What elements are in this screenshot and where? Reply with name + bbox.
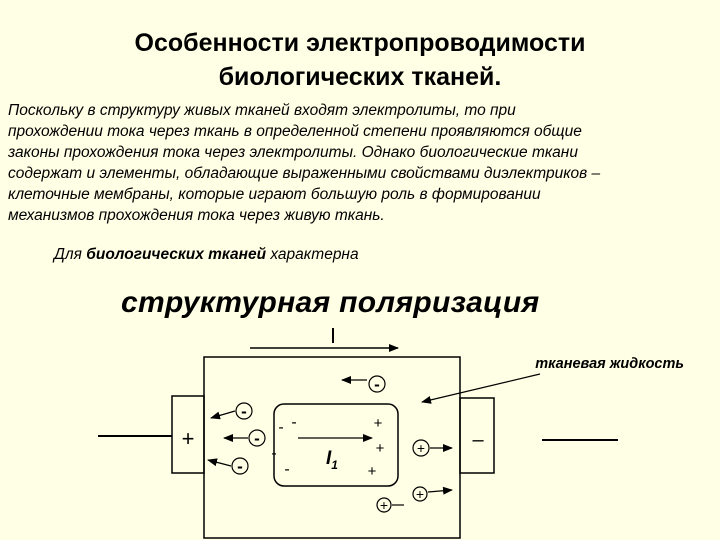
paragraph-line: клеточные мембраны, которые играют больш… bbox=[8, 186, 541, 203]
negative-ion-sign: - bbox=[237, 457, 243, 476]
title-line-1: Особенности электропроводимости bbox=[134, 29, 586, 57]
ion-motion-arrow bbox=[207, 458, 232, 467]
cell-plus-charge: + bbox=[374, 415, 383, 432]
cell-plus-charge: + bbox=[376, 440, 385, 457]
negative-ion-sign: - bbox=[254, 429, 260, 448]
right-electrode bbox=[459, 397, 495, 474]
paragraph-line: законы прохождения тока через электролит… bbox=[8, 144, 578, 161]
positive-ion-sign: + bbox=[417, 440, 425, 456]
paragraph-line: содержат и элементы, обладающие выраженн… bbox=[8, 165, 601, 182]
fluid-label: тканевая жидкость bbox=[535, 356, 684, 372]
cell-membrane-box bbox=[273, 403, 399, 487]
negative-ion bbox=[248, 429, 266, 447]
cell-plus-charge: + bbox=[368, 463, 377, 480]
negative-ion bbox=[231, 457, 249, 475]
positive-ion-sign: + bbox=[380, 497, 388, 513]
polarization-heading: структурная поляризация bbox=[121, 286, 540, 319]
current-label: I bbox=[0, 0, 4, 4]
ion-motion-arrow bbox=[210, 410, 236, 420]
left-electrode-sign: + bbox=[182, 426, 195, 451]
negative-ion bbox=[368, 375, 386, 393]
cell-minus-charge: - bbox=[284, 461, 289, 478]
cell-minus-charge: - bbox=[278, 419, 283, 436]
positive-ion bbox=[376, 497, 392, 513]
positive-ion bbox=[412, 486, 428, 502]
paragraph-line: Поскольку в структуру живых тканей входя… bbox=[8, 102, 516, 119]
ion-motion-arrow bbox=[427, 486, 453, 495]
paragraph-line: механизмов прохождения тока через живую … bbox=[8, 207, 385, 224]
positive-ion bbox=[412, 439, 430, 457]
negative-ion bbox=[235, 402, 253, 420]
slide-title: Особенности электропроводимости биологич… bbox=[0, 26, 720, 94]
paragraph-line: прохождении тока через ткань в определен… bbox=[8, 123, 582, 140]
inner-current-label: I1 bbox=[326, 448, 338, 472]
right-electrode-sign: – bbox=[472, 429, 484, 451]
positive-ion-sign: + bbox=[416, 486, 424, 502]
body-paragraph: Поскольку в структуру живых тканей входя… bbox=[8, 100, 708, 226]
intro-line: Для биологических тканей характерна bbox=[54, 246, 359, 264]
left-electrode bbox=[171, 395, 205, 474]
cell-minus-charge: - bbox=[291, 414, 296, 431]
intro-suffix: характерна bbox=[266, 246, 359, 263]
intro-bold: биологических тканей bbox=[86, 246, 267, 263]
negative-ion-sign: - bbox=[374, 375, 380, 394]
title-line-2: биологических тканей. bbox=[218, 63, 502, 91]
fluid-pointer-arrow bbox=[421, 373, 541, 404]
intro-prefix: Для bbox=[54, 246, 87, 263]
cell-minus-charge: - bbox=[271, 445, 276, 462]
negative-ion-sign: - bbox=[241, 402, 247, 421]
